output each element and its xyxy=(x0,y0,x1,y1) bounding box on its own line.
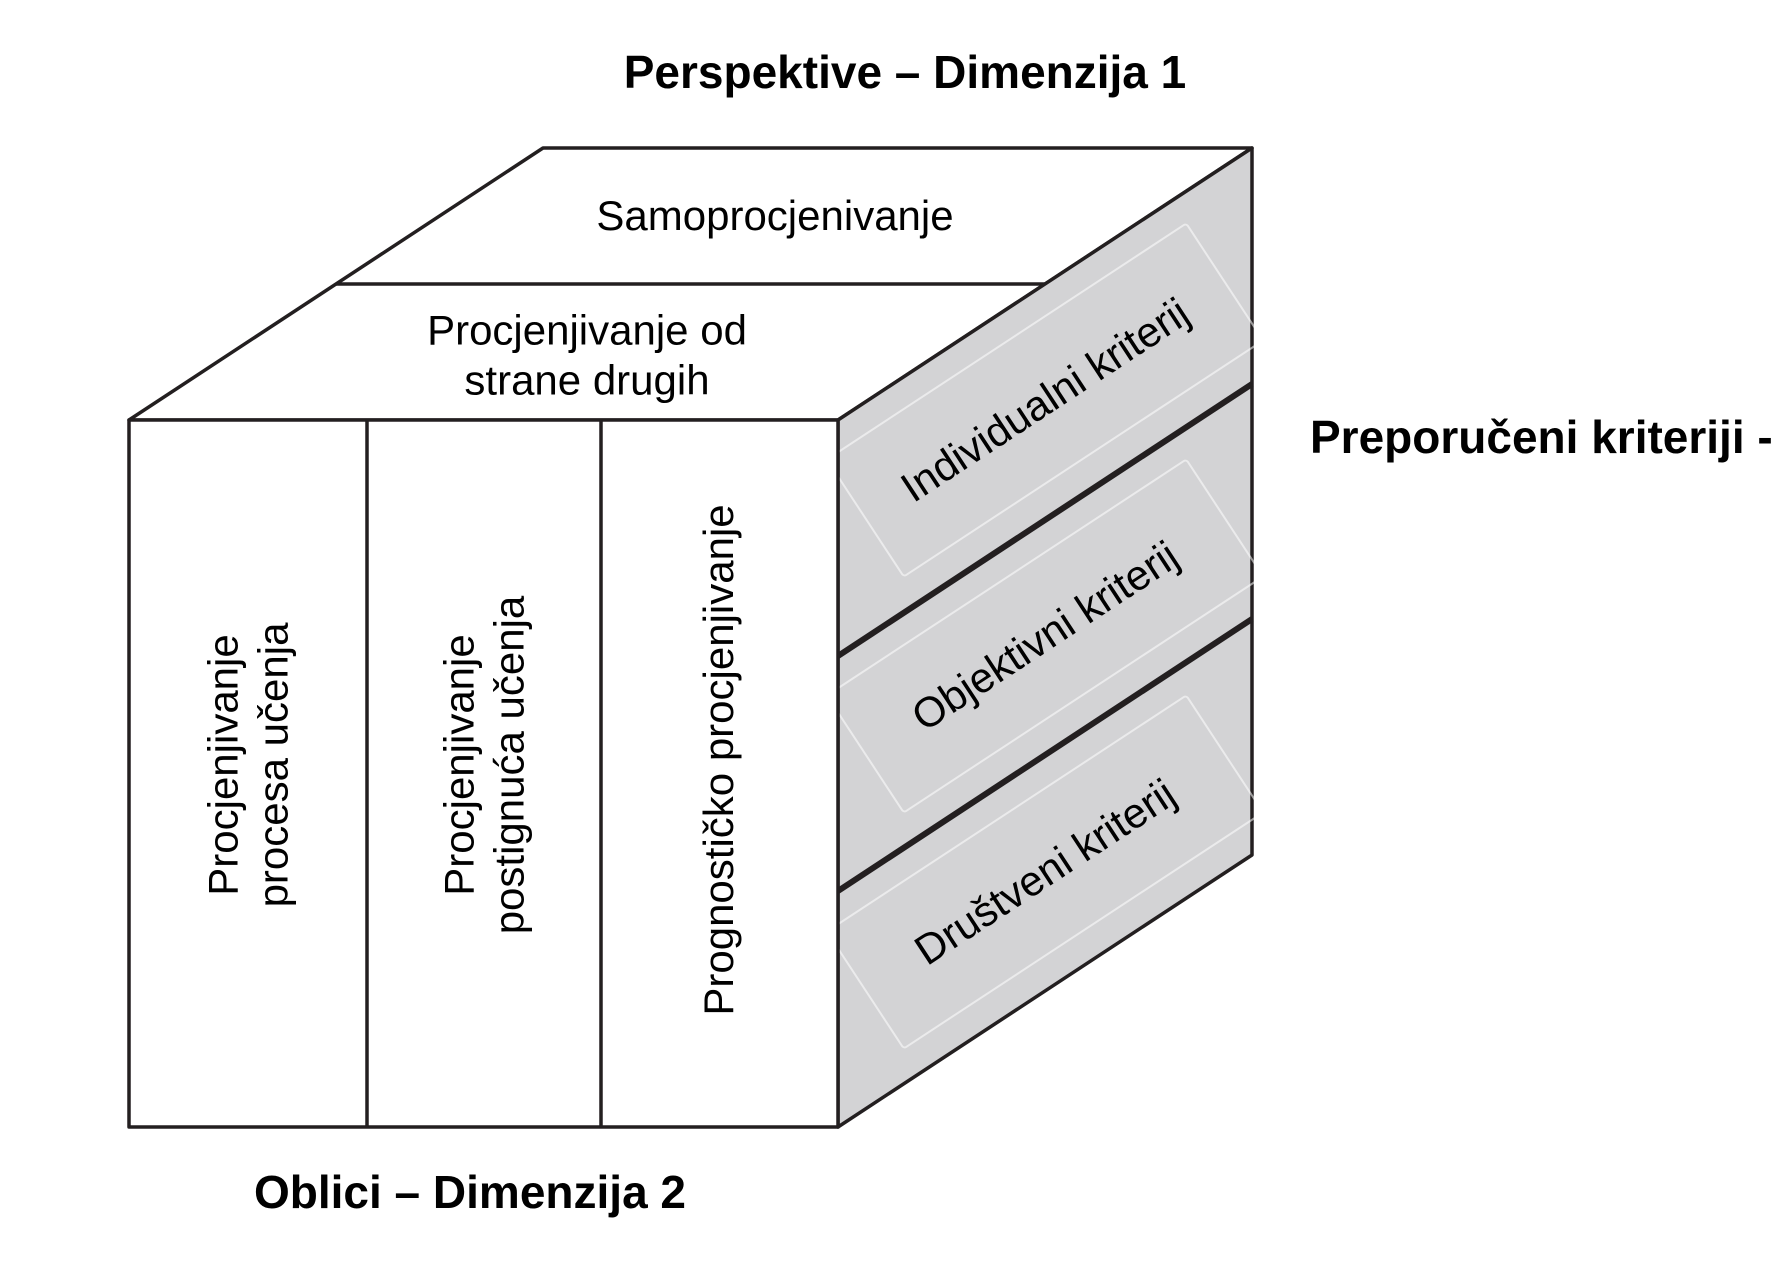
band2-highlight-outline xyxy=(827,459,1263,813)
front-col2-line1: Procjenjivanje xyxy=(435,634,483,896)
front-col3-label: Prognostičko procjenjivanje xyxy=(695,504,743,1016)
band1-highlight-outline xyxy=(827,223,1263,577)
side-face-divider-1 xyxy=(836,381,1254,659)
dimension1-title: Perspektive – Dimenzija 1 xyxy=(623,45,1187,98)
front-col2-line2: postignuća učenja xyxy=(485,595,532,935)
front-col1-line1: Procjenjivanje xyxy=(199,634,247,896)
dimension3-title-line2: kriteriji - xyxy=(1591,411,1773,463)
top-row2-label: Procjenjivanje od strane drugih xyxy=(427,305,747,404)
front-col2-label: Procjenjivanje postignuća učenja xyxy=(434,596,533,935)
front-col1-line2: procesa učenja xyxy=(249,622,296,908)
front-col1-label: Procjenjivanje procesa učenja xyxy=(198,623,297,908)
dimension3-title-line1: Preporučeni xyxy=(1310,411,1579,463)
top-row2-line1: Procjenjivanje od xyxy=(427,306,747,354)
dimension2-title: Oblici – Dimenzija 2 xyxy=(253,1165,687,1218)
dimension3-title: Preporučeni kriteriji - Dimenzija 3 xyxy=(1310,408,1784,466)
top-row2-line2: strane drugih xyxy=(464,356,710,403)
top-row1-label: Samoprocjenivanje xyxy=(596,192,954,240)
side-face-divider-2 xyxy=(836,616,1254,894)
band3-highlight-outline xyxy=(827,695,1263,1049)
